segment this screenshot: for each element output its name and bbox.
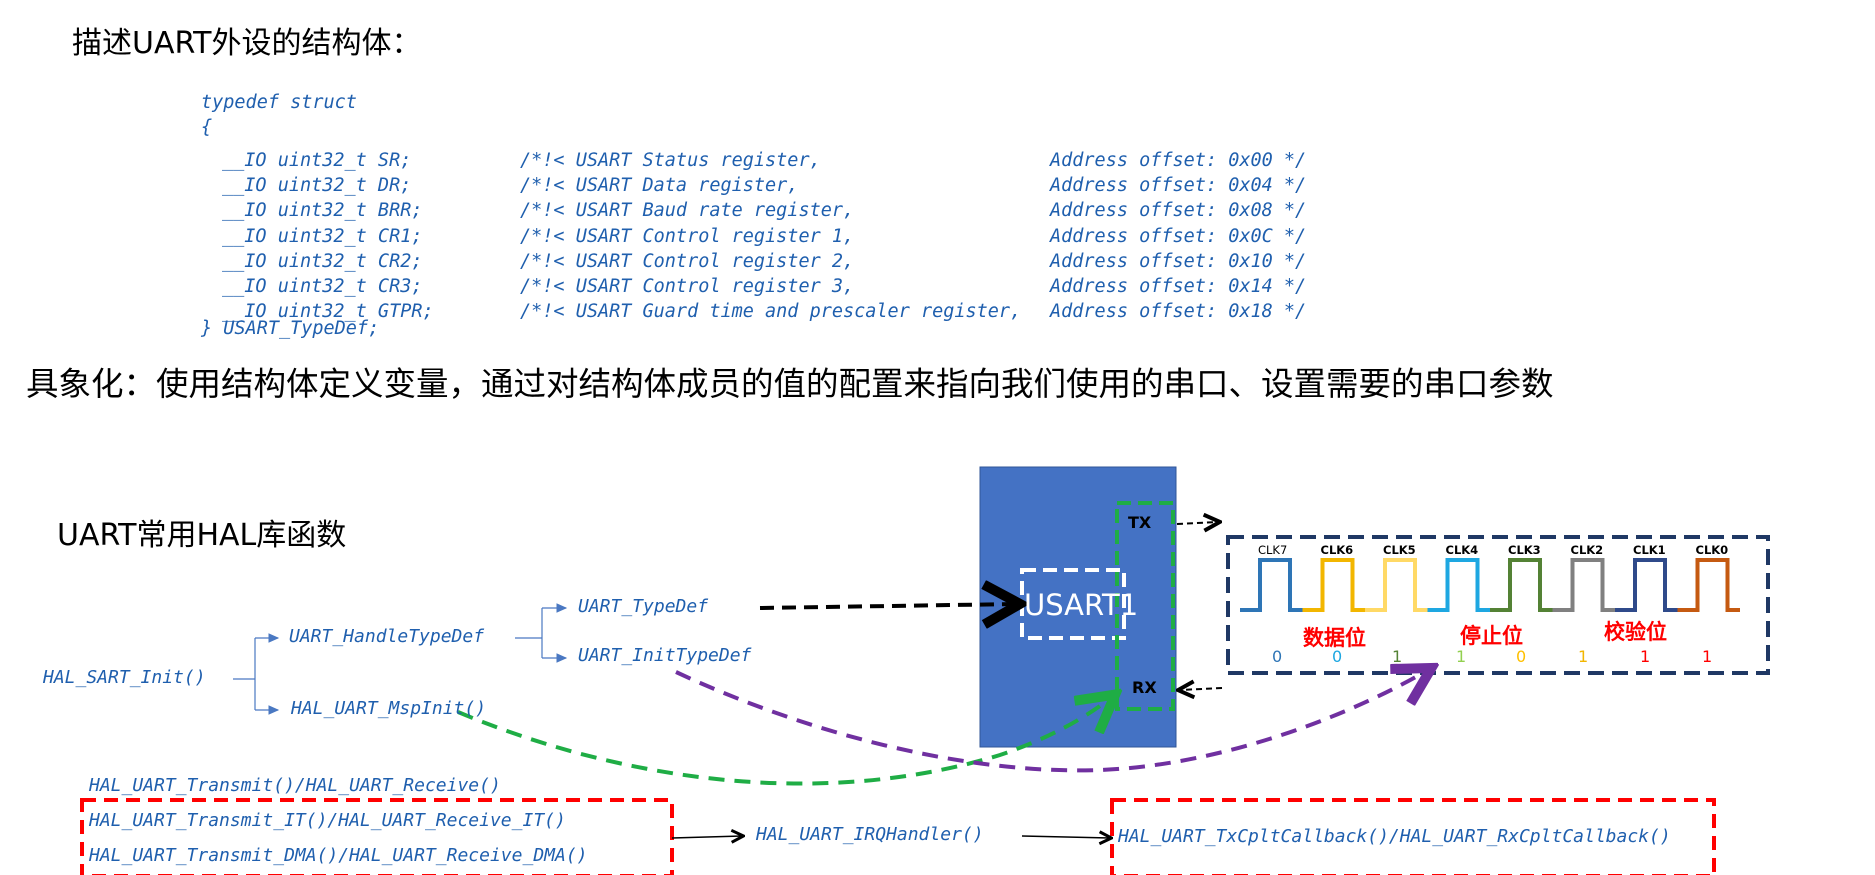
code-open-brace: {	[201, 117, 213, 138]
code-member-offset: Address offset: 0x08 */	[1050, 200, 1307, 222]
tx-arrow	[1176, 522, 1218, 524]
clock-pulse-clk5	[1365, 558, 1428, 612]
code-member-comment: /*!< USART Baud rate register,	[520, 200, 855, 222]
dma-transfer-functions[interactable]: HAL_UART_Transmit_DMA()/HAL_UART_Receive…	[89, 845, 588, 866]
data-bits-label: 数据位	[1303, 626, 1366, 650]
clock-label-clk5: CLK5	[1383, 543, 1416, 557]
hal-heading: UART常用HAL库函数	[57, 518, 347, 553]
code-member-decl: __IO uint32_t DR;	[222, 175, 412, 197]
bit-value: 1	[1456, 647, 1467, 666]
tx-label: TX	[1128, 513, 1152, 532]
code-member-comment: /*!< USART Control register 3,	[520, 276, 855, 297]
concrete-description: 具象化：使用结构体定义变量，通过对结构体成员的值的配置来指向我们使用的串口、设置…	[26, 365, 1554, 403]
bit-value: 0	[1332, 647, 1343, 666]
code-member-comment: /*!< USART Status register,	[520, 150, 821, 171]
clock-pulse-clk3	[1490, 558, 1553, 612]
clock-label-clk4: CLK4	[1445, 543, 1479, 557]
rx-arrow	[1180, 688, 1223, 690]
blocking-transfer-functions[interactable]: HAL_UART_Transmit()/HAL_UART_Receive()	[89, 775, 501, 796]
clock-pulse-clk6	[1302, 558, 1365, 612]
waveform-box	[1226, 535, 1770, 675]
clock-label-clk2: CLK2	[1570, 543, 1604, 557]
uart-typedef-label[interactable]: UART_TypeDef	[578, 596, 709, 617]
clock-pulse-clk0	[1677, 558, 1740, 612]
bit-value: 1	[1392, 647, 1403, 666]
rx-label: RX	[1132, 678, 1157, 697]
usart1-label: USART1	[1024, 588, 1139, 622]
bit-value: 0	[1516, 647, 1527, 666]
code-member-offset: Address offset: 0x00 */	[1050, 150, 1307, 171]
to-irqhandler-arrow	[671, 836, 742, 838]
mspinit-to-rx-arrow	[457, 697, 1112, 786]
code-member-offset: Address offset: 0x14 */	[1050, 276, 1307, 297]
clock-label-clk6: CLK6	[1320, 543, 1354, 557]
code-member-comment: /*!< USART Control register 2,	[520, 250, 855, 272]
inittypedef-to-waveform-arrow	[675, 670, 1428, 773]
code-member-decl: __IO uint32_t SR;	[222, 150, 412, 171]
clock-label-clk0: CLK0	[1695, 543, 1729, 557]
clock-label-clk3: CLK3	[1508, 543, 1541, 557]
to-callback-arrow	[1021, 836, 1110, 838]
bit-value: 1	[1578, 647, 1589, 666]
struct-heading: 描述UART外设的结构体：	[72, 26, 422, 61]
waveform	[1240, 558, 1740, 612]
code-member-offset: Address offset: 0x0C */	[1050, 225, 1307, 247]
irq-handler-function[interactable]: HAL_UART_IRQHandler()	[756, 824, 984, 845]
clock-pulse-clk1	[1615, 558, 1678, 612]
clock-label-clk7: CLK7	[1258, 543, 1288, 557]
interrupt-transfer-functions[interactable]: HAL_UART_Transmit_IT()/HAL_UART_Receive_…	[89, 810, 566, 831]
stop-bit-label: 停止位	[1460, 624, 1523, 648]
callback-functions[interactable]: HAL_UART_TxCpltCallback()/HAL_UART_RxCpl…	[1118, 826, 1671, 847]
code-member-offset: Address offset: 0x18 */	[1050, 301, 1307, 323]
tree-connectors	[233, 603, 568, 715]
code-member-decl: __IO uint32_t CR3;	[222, 276, 423, 297]
code-member-decl: __IO uint32_t GTPR;	[222, 301, 434, 323]
code-close-line: } USART_TypeDef;	[201, 318, 380, 339]
init-typedef-label[interactable]: UART_InitTypeDef	[578, 645, 752, 666]
code-member-offset: Address offset: 0x04 */	[1050, 175, 1307, 197]
bit-value: 1	[1640, 647, 1651, 666]
clock-label-clk1: CLK1	[1633, 543, 1666, 557]
hal-init-function[interactable]: HAL_SART_Init()	[43, 667, 206, 688]
parity-bit-label: 校验位	[1604, 620, 1667, 644]
clock-pulse-clk2	[1552, 558, 1615, 612]
code-member-decl: __IO uint32_t BRR;	[222, 200, 423, 222]
code-member-comment: /*!< USART Data register,	[520, 175, 799, 197]
code-member-comment: /*!< USART Control register 1,	[520, 225, 855, 247]
clock-pulse-clk4	[1427, 558, 1490, 612]
mspinit-function[interactable]: HAL_UART_MspInit()	[291, 698, 487, 719]
code-member-offset: Address offset: 0x10 */	[1050, 250, 1307, 272]
clock-pulse-clk7	[1240, 558, 1303, 612]
handle-typedef-label[interactable]: UART_HandleTypeDef	[289, 626, 485, 647]
code-typedef-line: typedef struct	[201, 92, 357, 113]
typedef-to-usart1-arrow	[759, 604, 1016, 608]
bit-value: 1	[1702, 647, 1713, 666]
code-member-decl: __IO uint32_t CR1;	[222, 225, 423, 247]
callback-red-box	[1110, 798, 1716, 875]
code-member-decl: __IO uint32_t CR2;	[222, 250, 423, 272]
code-member-comment: /*!< USART Guard time and prescaler regi…	[520, 301, 1022, 323]
txrx-green-dashed-box	[1115, 501, 1175, 711]
bit-value: 0	[1272, 647, 1283, 666]
